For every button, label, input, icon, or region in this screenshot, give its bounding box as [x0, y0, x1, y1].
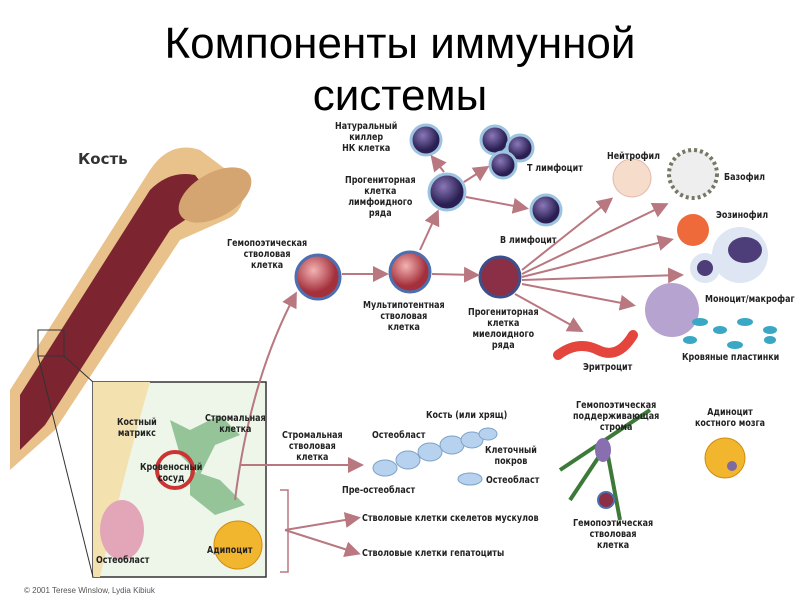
neutrophil-label: Нейтрофил: [607, 151, 660, 162]
monocyte-cell: [697, 260, 713, 276]
neutrophil-cell: [612, 158, 652, 198]
title-line-2: системы: [312, 71, 488, 120]
eosinophil-label: Эозинофил: [716, 210, 769, 221]
myeloid-progenitor-label: Прогениторная клетка миелоидного ряда: [468, 307, 539, 351]
adipocyte-inset-label: Адипоцит: [207, 545, 253, 556]
lymphoid-progenitor-label: Прогениторная клетка лимфоидного ряда: [345, 175, 416, 219]
bone-graphic: [10, 147, 252, 470]
eosinophil-cell: [677, 214, 709, 246]
multipotent-cell: [388, 250, 432, 294]
t-lymphocyte-cell: [488, 150, 518, 180]
osteoblast-label-1: Остеобласт: [372, 430, 426, 441]
erythrocyte-cells: [553, 330, 638, 360]
basophil-label: Базофил: [724, 172, 766, 183]
stromal-stem-label: Стромальная стволовая клетка: [282, 430, 343, 463]
erythrocyte-label: Эритроцит: [583, 362, 633, 373]
nk-cell: [409, 123, 443, 157]
blood-vessel-label: Кровеносный сосуд: [140, 462, 203, 484]
hsc-label: Гемопоэтическая стволовая клетка: [227, 238, 308, 271]
monocyte-label: Моноцит/макрофаг: [705, 294, 795, 305]
osteoblast-label-2: Остеобласт: [486, 475, 540, 486]
nk-cell-label: Натуральный киллер НК клетка: [335, 121, 398, 154]
copyright-credit: © 2001 Terese Winslow, Lydia Kibiuk: [24, 586, 155, 595]
b-lymphocyte-cell: [529, 193, 563, 227]
hema-stroma-label: Гемопоэтическая поддерживающая строма: [573, 400, 660, 433]
hepatocyte-stem-label: Стволовые клетки гепатоциты: [362, 548, 505, 559]
marrow-adipocyte-label: Адиноцит костного мозга: [695, 407, 766, 429]
muscle-stem-label: Стволовые клетки скелетов мускулов: [362, 513, 539, 524]
t-lymphocyte-label: Т лимфоцит: [527, 163, 583, 174]
stromal-cell-label: Стромальная клетка: [205, 413, 266, 435]
osteoblast-chain: [372, 427, 498, 486]
myeloid-progenitor-cell: [478, 255, 522, 299]
osteoblast-inset-label: Остеобласт: [96, 555, 150, 566]
multipotent-label: Мультипотентная стволовая клетка: [363, 300, 445, 333]
platelets-label: Кровяные пластинки: [682, 352, 780, 363]
b-lymphocyte-label: В лимфоцит: [500, 235, 557, 246]
platelets: [683, 318, 777, 349]
megakaryocyte-cell: [645, 283, 699, 337]
hsc-label-2: Гемопоэтическая стволовая клетка: [573, 518, 654, 551]
lymphoid-progenitor-cell: [427, 172, 467, 212]
bone-cartilage-label: Кость (или хрящ): [426, 410, 508, 421]
cell-lining-label: Клеточный покров: [485, 445, 537, 467]
slide-title: Компоненты иммунной системы: [0, 18, 800, 122]
bone-label: Кость: [78, 150, 128, 168]
bone-matrix-label: Костный матрикс: [117, 417, 157, 439]
marrow-adipocyte: [704, 437, 746, 479]
title-line-1: Компоненты иммунной: [164, 19, 636, 68]
hsc-cell: [294, 253, 342, 301]
basophil-cell: [667, 148, 719, 200]
pre-osteoblast-label: Пре-остеобласт: [342, 485, 416, 496]
